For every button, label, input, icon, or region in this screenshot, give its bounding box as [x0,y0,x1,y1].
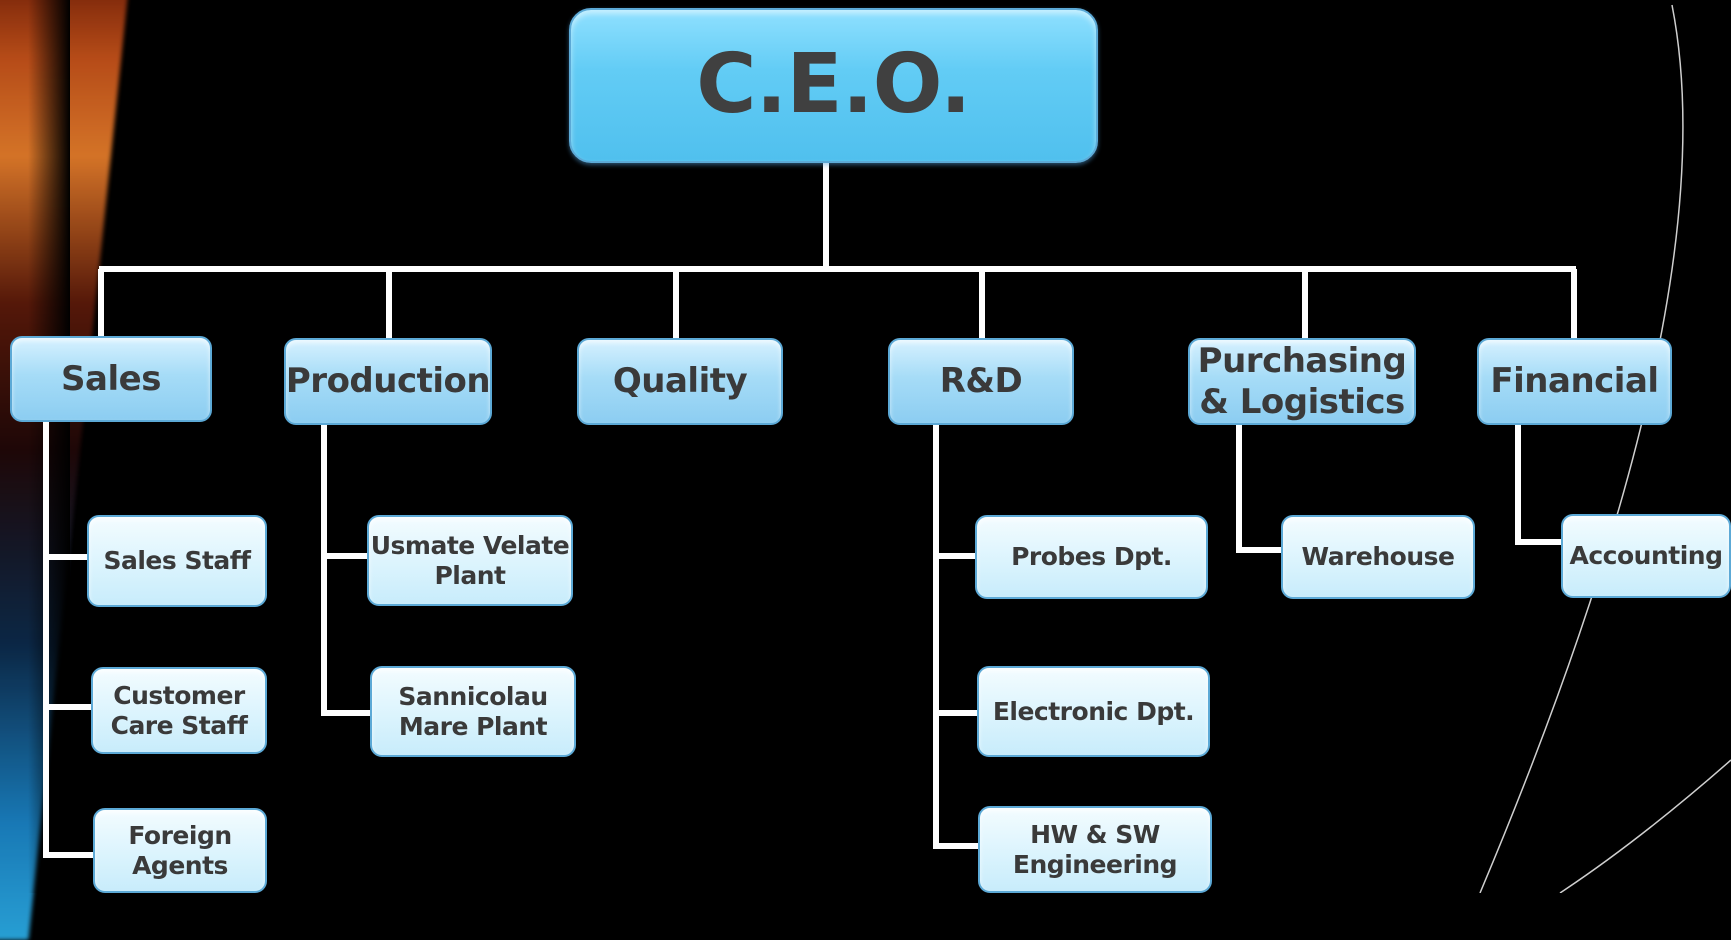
unit-foreign-agents: Foreign Agents [93,808,267,893]
unit-hw-sw-engineering: HW & SW Engineering [978,806,1212,893]
ceo-box: C.E.O. [569,8,1098,163]
dept-purchasing-label-line1: Purchasing [1197,340,1407,381]
unit-customer-care-label-line1: Customer [113,680,245,710]
dept-rnd: R&D [888,338,1074,425]
unit-probes-dpt: Probes Dpt. [975,515,1208,599]
dept-sales-label: Sales [61,358,161,399]
unit-sannicolau-label-line1: Sannicolau [398,681,548,711]
dept-sales: Sales [10,336,212,422]
decorative-flare-fade [0,0,70,893]
purchasing-spine [1236,425,1283,553]
dept-financial-label: Financial [1490,361,1659,402]
dept-purchasing-label-line2: & Logistics [1199,381,1405,422]
connector-lines [43,4,1731,893]
unit-usmate-label-line1: Usmate Velate [370,530,570,560]
unit-hwsw-label-line1: HW & SW [1030,819,1160,849]
unit-usmate-label-line2: Plant [434,560,506,590]
ceo-label: C.E.O. [696,37,971,133]
dept-production-label: Production [285,361,491,402]
sales-spine [43,422,95,858]
dept-production: Production [284,338,492,425]
unit-usmate-velate-plant: Usmate Velate Plant [367,515,573,606]
unit-sannicolau-label-line2: Mare Plant [398,711,548,741]
unit-customer-care-staff: Customer Care Staff [91,667,267,754]
unit-foreign-agents-label-line2: Agents [132,850,228,880]
unit-sales-staff-label: Sales Staff [103,546,251,575]
dept-financial: Financial [1477,338,1672,425]
dept-purchasing-logistics: Purchasing & Logistics [1188,338,1416,425]
unit-electronic-dpt: Electronic Dpt. [977,666,1210,757]
unit-customer-care-label-line2: Care Staff [110,710,248,740]
unit-electronic-label: Electronic Dpt. [992,696,1195,726]
unit-sales-staff: Sales Staff [87,515,267,607]
unit-sannicolau-mare-plant: Sannicolau Mare Plant [370,666,576,757]
unit-probes-label: Probes Dpt. [1011,542,1172,571]
unit-warehouse-label: Warehouse [1301,542,1455,571]
rnd-spine [933,425,980,849]
dept-rnd-label: R&D [939,361,1023,402]
unit-accounting-label: Accounting [1569,541,1723,570]
dept-quality-label: Quality [612,361,748,402]
financial-spine [1515,425,1563,545]
dept-quality: Quality [577,338,783,425]
decorative-arc-2 [1559,759,1731,893]
unit-foreign-agents-label-line1: Foreign [128,820,232,850]
unit-warehouse: Warehouse [1281,515,1475,599]
decorative-arc [1479,4,1684,893]
unit-accounting: Accounting [1561,514,1731,598]
production-spine [321,425,372,716]
unit-hwsw-label-line2: Engineering [1012,849,1178,879]
